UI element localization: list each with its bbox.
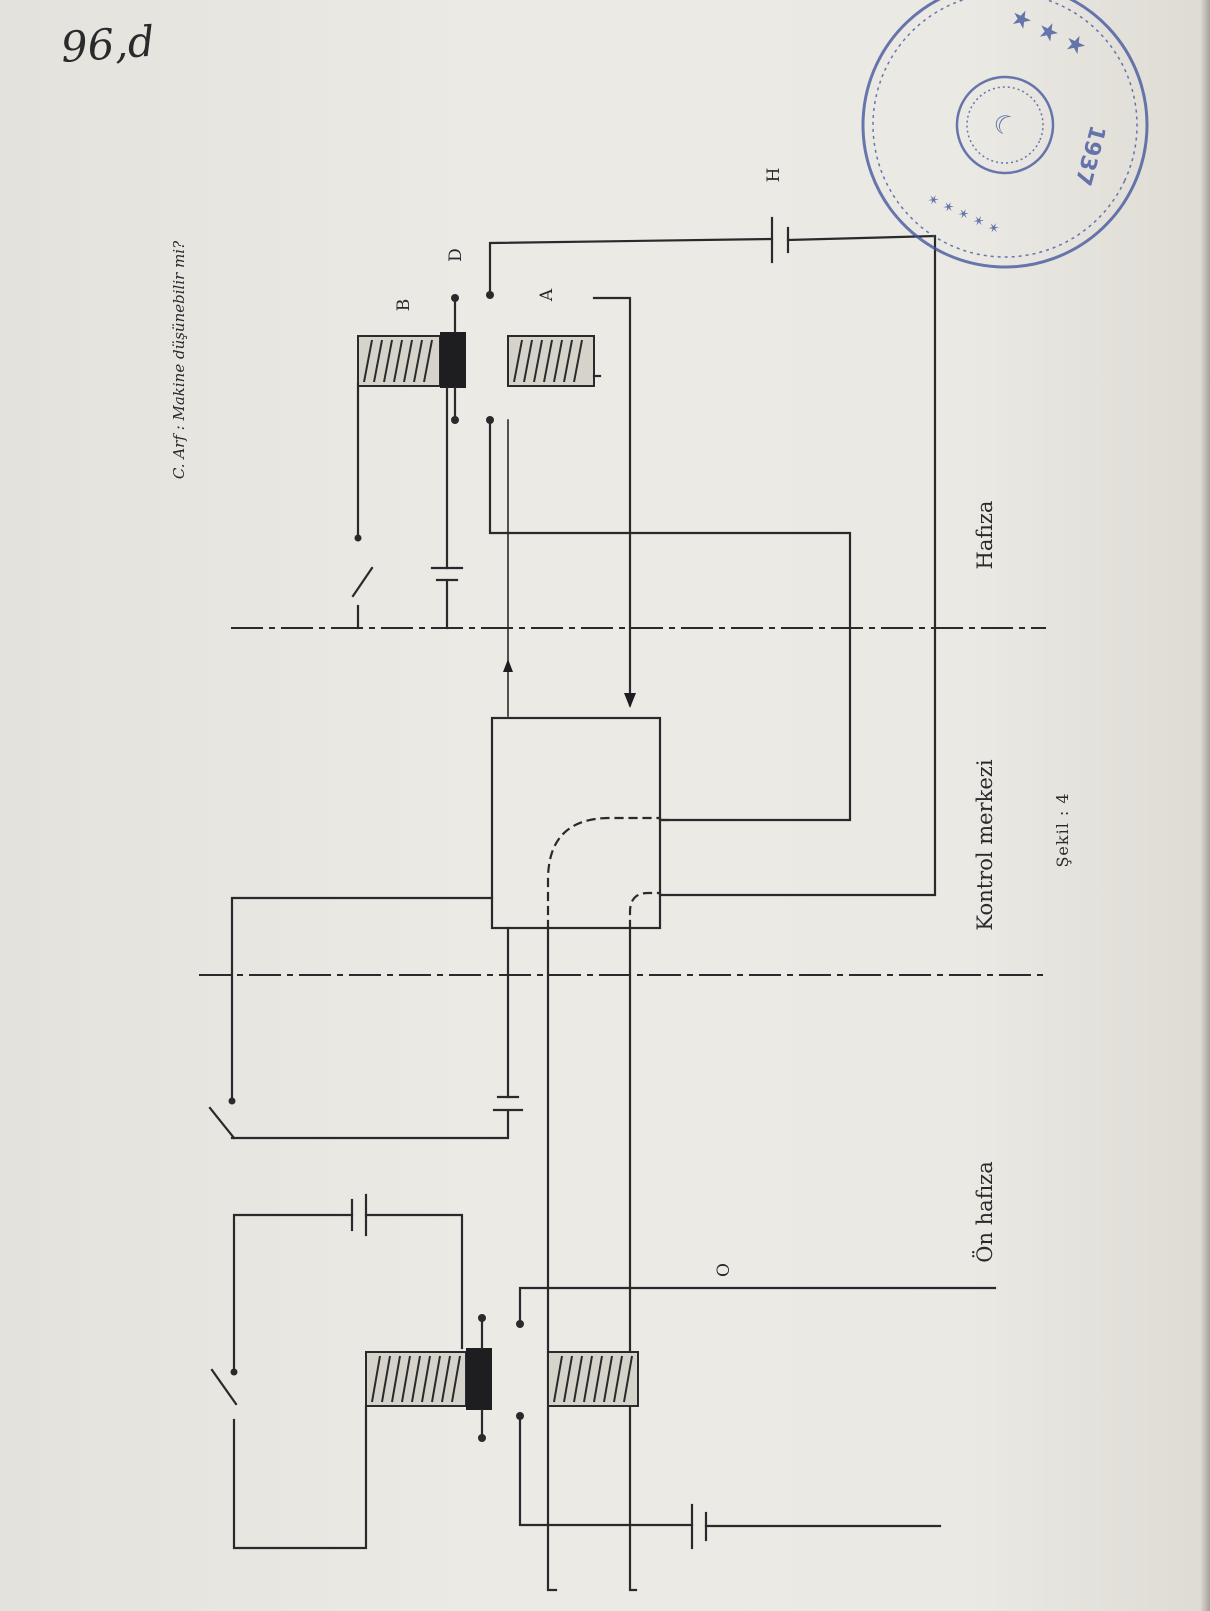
region-memory: Hafıza [973,501,997,570]
switch-premem [210,1368,238,1406]
contact-lower-premem [516,1412,524,1420]
wire-control-battery [230,1110,510,1140]
wire-d-to-h [488,237,774,293]
control-box [490,716,662,930]
contact-d [486,291,494,299]
wire-coil-left [546,926,558,1592]
label-h: H [764,168,784,183]
label-b: B [394,299,414,312]
premem-armature [466,1348,492,1410]
figure-caption: Şekil : 4 [1053,792,1072,867]
running-header: C. Arf : Makine düşünebilir mi? [170,240,188,479]
arrow-up-icon [503,659,513,672]
label-o: O [714,1263,734,1277]
battery-premem [690,1503,708,1550]
switch-control [208,1106,236,1140]
battery-memory [430,566,464,582]
handwritten-note: 96,d [59,17,156,72]
arrow-down-icon [624,693,636,708]
svg-text:★ ★ ★: ★ ★ ★ [1006,2,1091,62]
region-pre-memory: Ön hafıza [972,1161,997,1263]
wire-control-left [230,896,494,1102]
premem-relay-coil [365,1348,492,1410]
battery-premem-top [350,1193,368,1237]
wire-premem-top [232,1213,354,1371]
switch-memory [351,566,374,598]
wire-premem-coil-loop [232,1404,368,1550]
relay-b-armature [440,332,466,388]
contact-upper-premem [516,1320,524,1328]
wire-output [518,1286,997,1322]
region-control-center: Kontrol merkezi [973,759,997,930]
svg-text:☾: ☾ [988,107,1022,144]
contact-lower-b [486,416,494,424]
wire-a-feed [592,296,632,707]
control-path-outer [546,816,662,930]
battery-h [770,216,790,264]
battery-control [492,1095,524,1112]
stamp-text: 1937 [1069,123,1109,189]
control-path-inner [628,891,662,930]
premem-coil-right [547,1351,639,1407]
wire-loop-right [488,422,852,822]
wire-premem-battery [518,1418,694,1527]
wire-h-return [786,234,937,895]
label-d: D [446,248,466,262]
relay-b-coil [357,332,466,388]
relay-a-coil [507,335,595,387]
wire-coil-right [628,926,638,1592]
label-a: A [537,288,557,302]
svg-text:✶ ✶ ✶ ✶ ✶: ✶ ✶ ✶ ✶ ✶ [924,191,1002,239]
library-stamp: ★ ★ ★ 1937 ☾ ✶ ✶ ✶ ✶ ✶ [861,0,1149,269]
